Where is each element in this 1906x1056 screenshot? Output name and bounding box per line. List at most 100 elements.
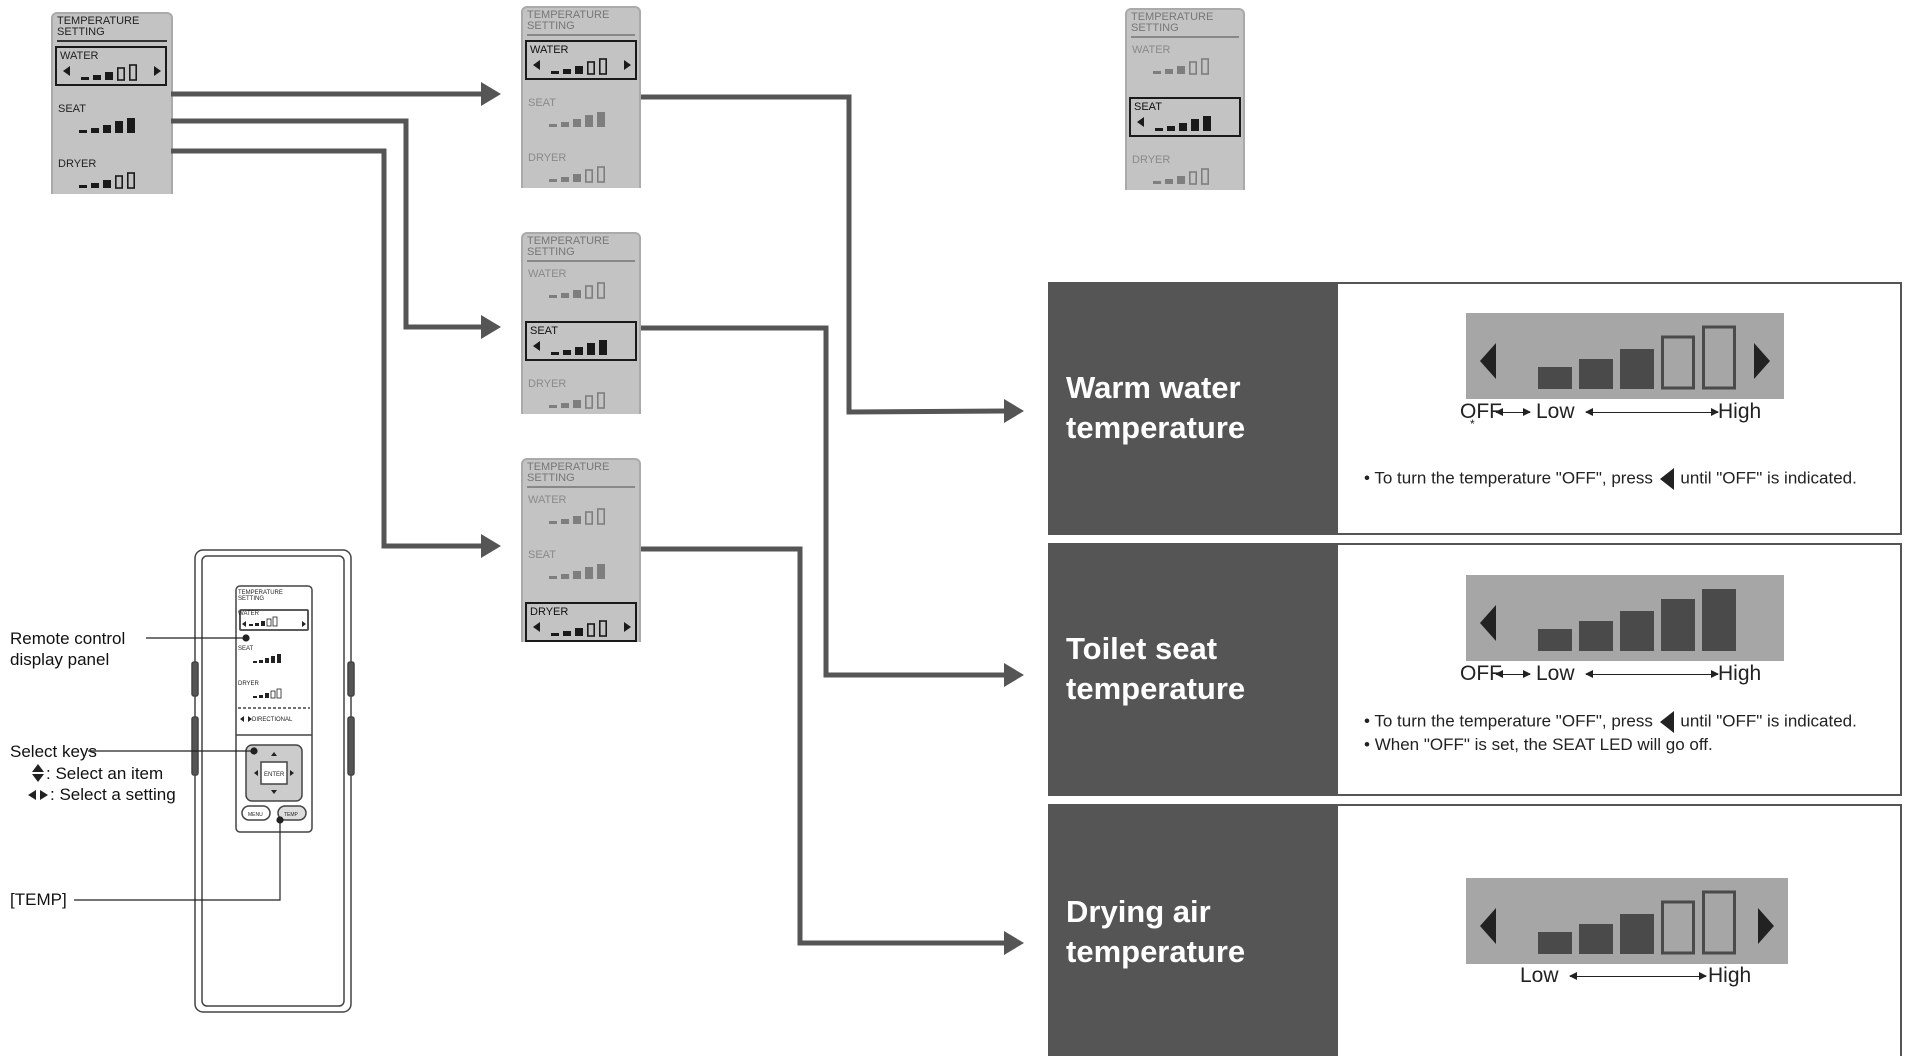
level-bar-empty xyxy=(584,395,593,409)
level-bar xyxy=(1165,69,1173,74)
arrowhead-left xyxy=(1585,408,1593,416)
arrowhead-left xyxy=(1495,670,1503,678)
level-bar-empty xyxy=(127,172,136,189)
level-bar-empty xyxy=(1702,890,1736,955)
panel-title-line2: temperature xyxy=(1066,671,1246,706)
scale-axis: OFF Low High xyxy=(1460,662,1790,690)
level-bar xyxy=(81,77,89,80)
screen-row-label: SEAT xyxy=(58,103,86,115)
level-bar xyxy=(1620,349,1654,389)
panel-title-line1: Drying air xyxy=(1066,894,1211,929)
level-bar-empty xyxy=(599,58,608,75)
level-bar xyxy=(115,121,123,133)
level-bars xyxy=(1153,168,1210,185)
screen-row-water: WATER xyxy=(525,40,637,80)
level-bars xyxy=(63,64,161,81)
level-bars xyxy=(549,392,606,409)
left-arrow-icon xyxy=(533,622,540,632)
level-bar xyxy=(103,125,111,133)
level-bar xyxy=(573,119,581,127)
level-bar xyxy=(127,118,135,133)
level-bar xyxy=(585,567,593,579)
level-bar xyxy=(561,293,569,298)
panel-title-block: Drying air temperature xyxy=(1050,806,1338,1056)
screen-row-seat: SEAT xyxy=(525,95,637,135)
high-label: High xyxy=(1718,400,1762,423)
screen-header-line: TEMPERATURE xyxy=(1131,11,1214,23)
level-bar xyxy=(561,122,569,127)
left-arrow-icon xyxy=(1659,711,1674,733)
low-label: Low xyxy=(1536,400,1575,423)
note: • When "OFF" is set, the SEAT LED will g… xyxy=(1364,735,1713,754)
screen-row-label: DRYER xyxy=(1132,154,1171,166)
select-keys-label: Select keys xyxy=(10,742,97,761)
panel-drying-air: Drying air temperature Low High xyxy=(1048,804,1902,1056)
level-bar-empty xyxy=(584,511,593,525)
left-arrow-icon xyxy=(1480,908,1496,944)
level-bar xyxy=(93,75,101,80)
level-bar xyxy=(549,124,557,127)
level-bar xyxy=(1620,611,1654,651)
temp-key-label: [TEMP] xyxy=(10,890,67,909)
screen-header-rule xyxy=(527,260,635,262)
level-bar xyxy=(91,128,99,133)
screen-row-dryer: DRYER xyxy=(1129,152,1241,190)
note: • To turn the temperature "OFF", press u… xyxy=(1364,711,1857,733)
note-text: To turn the temperature "OFF", press xyxy=(1374,711,1653,731)
scale-axis: Low High xyxy=(1520,964,1790,992)
level-bar-empty xyxy=(1661,335,1695,390)
level-scale xyxy=(1466,878,1788,964)
left-arrow-icon xyxy=(1137,117,1144,127)
level-bar xyxy=(561,403,569,408)
screen-row-seat: SEAT xyxy=(525,321,637,361)
panel-title-line1: Toilet seat xyxy=(1066,631,1218,666)
level-bar xyxy=(1203,116,1211,131)
panel-warm-water: Warm water temperature OFF * Low High • … xyxy=(1048,282,1902,535)
screen-row-label: DRYER xyxy=(528,378,567,390)
screen-row-label: DRYER xyxy=(58,158,97,170)
level-bar xyxy=(1191,119,1199,131)
level-bars xyxy=(549,564,605,579)
screen-row-label: SEAT xyxy=(528,549,556,561)
level-bar-empty xyxy=(584,169,593,183)
level-bar xyxy=(1177,66,1185,74)
panel-title-line2: temperature xyxy=(1066,410,1246,445)
level-bar xyxy=(573,571,581,579)
level-bar xyxy=(105,72,113,80)
remote-row-seat: SEAT xyxy=(238,646,254,652)
level-bar xyxy=(549,405,557,408)
level-bar xyxy=(551,352,559,355)
left-arrow-icon xyxy=(533,341,540,351)
remote-screen-text: TEMPERATURE SETTING WATER SEAT DRYER DIR… xyxy=(238,590,299,818)
level-bars xyxy=(1153,58,1210,75)
left-arrow-icon xyxy=(1480,343,1496,379)
screen-row-seat: SEAT xyxy=(1129,97,1241,137)
arrowhead-left xyxy=(1495,408,1503,416)
screen-row-label: DRYER xyxy=(530,606,569,618)
screen-header-rule xyxy=(57,40,167,42)
screen-row-water: WATER xyxy=(525,266,637,306)
screen-header-line: SETTING xyxy=(527,20,575,32)
level-bar xyxy=(561,574,569,579)
panel-title: Toilet seat temperature xyxy=(1066,629,1326,709)
level-bar xyxy=(587,343,595,355)
right-arrow-icon xyxy=(624,60,631,70)
screen-header-rule xyxy=(527,486,635,488)
level-bar xyxy=(585,115,593,127)
off-label: OFF xyxy=(1460,662,1502,685)
note: • To turn the temperature "OFF", press u… xyxy=(1364,468,1857,490)
arrowhead-right xyxy=(1711,670,1719,678)
level-bar xyxy=(549,295,557,298)
screen-row-dryer: DRYER xyxy=(55,156,167,194)
note-text-end: until "OFF" is indicated. xyxy=(1680,468,1857,488)
screen-header-line: TEMPERATURE xyxy=(527,9,610,21)
level-bar-empty xyxy=(597,392,606,409)
level-bars xyxy=(533,58,631,75)
level-bar-empty xyxy=(1702,325,1736,390)
left-arrow-icon xyxy=(63,66,70,76)
